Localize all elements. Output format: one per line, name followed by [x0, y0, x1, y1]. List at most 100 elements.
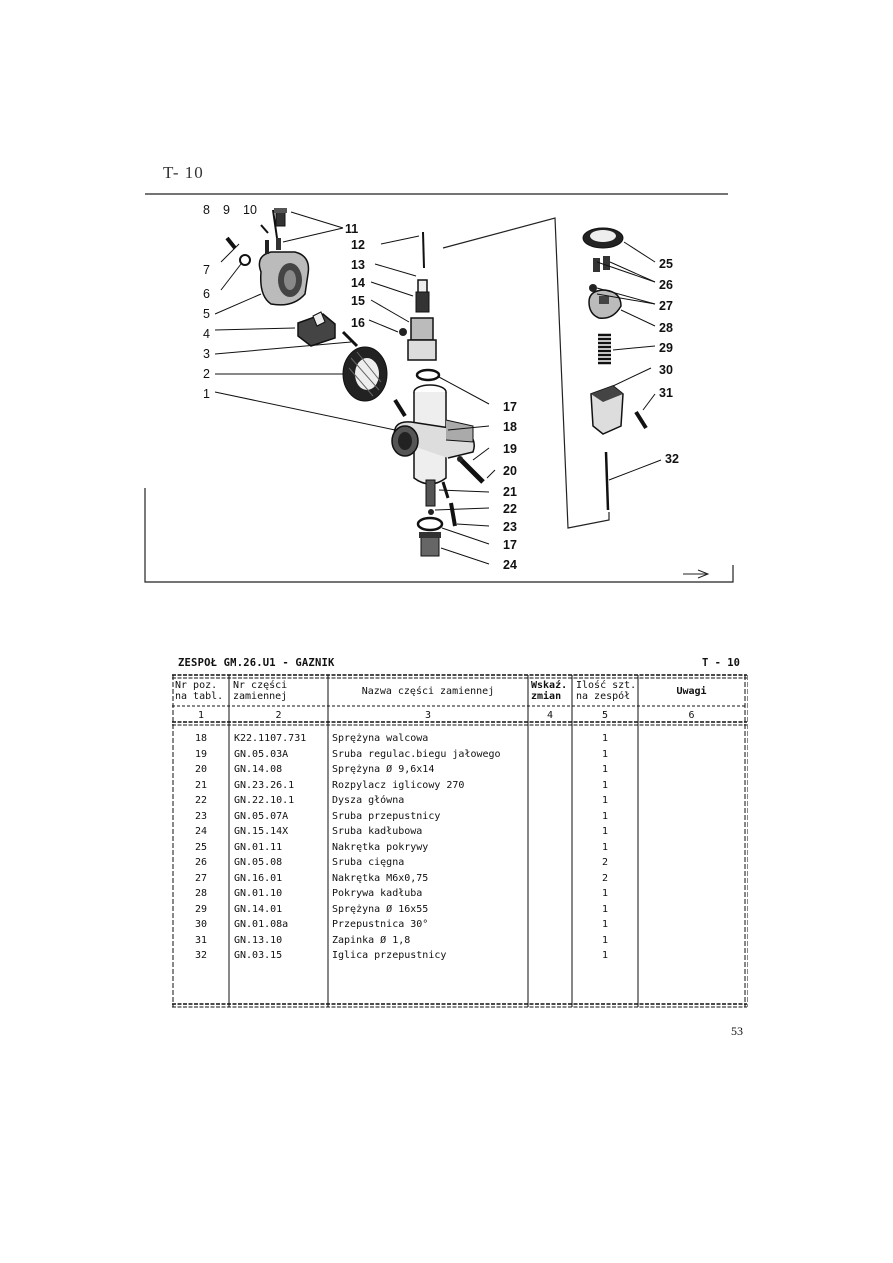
callout-19: 19 [503, 442, 517, 456]
callout-21: 21 [503, 485, 517, 499]
col-header-notes: Uwagi [676, 686, 707, 697]
cell-pos: 22 [194, 795, 208, 806]
callout-11: 11 [345, 222, 358, 236]
cell-qty: 2 [601, 857, 609, 868]
col-number-1: 1 [197, 710, 205, 721]
col-number-6: 6 [688, 710, 695, 721]
cell-pos: 21 [194, 779, 208, 791]
cell-part: GN.05.08 [234, 857, 283, 868]
plate-label: T- 10 [163, 163, 204, 182]
filter-disc [342, 346, 388, 402]
callout-20: 20 [503, 464, 517, 478]
callout-3: 3 [203, 347, 210, 361]
col-number-3: 3 [424, 710, 432, 721]
callout-4: 4 [203, 327, 210, 341]
cell-name: Rozpylacz iglicowy 270 [332, 779, 465, 791]
carburetor-diagram: 8 9 10 7 6 5 4 3 2 1 11 12 13 14 15 16 1… [144, 193, 734, 583]
cell-qty: 1 [601, 826, 609, 837]
cell-name: Sprężyna walcowa [332, 733, 429, 744]
cell-name: Nakrętka M6x0,75 [332, 872, 429, 884]
callout-8: 8 [203, 203, 210, 217]
assembly-title: ZESPOŁ GM.26.U1 - GAZNIK [178, 657, 335, 669]
cell-qty: 1 [601, 919, 609, 930]
parts-table: Nr poz. na tabl. Nr części zamiennej Naz… [171, 671, 748, 1009]
cell-part: K22.1107.731 [234, 733, 307, 744]
cell-name: Sruba regulac.biegu jałowego [332, 748, 501, 760]
cell-part: GN.23.26.1 [234, 779, 295, 791]
callout-31: 31 [659, 386, 673, 400]
cell-name: Dysza główna [332, 795, 405, 806]
cell-pos: 32 [194, 950, 208, 961]
col-number-4: 4 [546, 710, 554, 721]
cell-part: GN.05.03A [234, 748, 289, 760]
cell-part: GN.22.10.1 [234, 795, 295, 806]
cell-part: GN.01.11 [234, 841, 283, 853]
exploded-view-drawing: 8 9 10 7 6 5 4 3 2 1 11 12 13 14 15 16 1… [143, 190, 738, 584]
callout-15: 15 [351, 294, 365, 308]
callout-23: 23 [503, 520, 517, 534]
cell-part: GN.05.07A [234, 810, 289, 822]
cell-qty: 1 [601, 903, 609, 915]
col-number-5: 5 [601, 710, 609, 721]
col-header-part-name: Nazwa części zamiennej [361, 686, 495, 697]
callout-2: 2 [203, 367, 210, 381]
callout-14: 14 [351, 276, 365, 290]
cell-part: GN.15.14X [234, 826, 289, 837]
carburetor-body [391, 384, 475, 485]
cell-qty: 1 [601, 795, 609, 806]
cell-pos: 20 [194, 764, 208, 775]
cell-name: Pokrywa kadłuba [332, 888, 423, 899]
cell-qty: 1 [601, 950, 609, 961]
cell-part: GN.14.08 [234, 764, 283, 775]
table-id: T - 10 [702, 657, 740, 669]
col-header-position: Nr poz. na tabl. [175, 680, 224, 702]
callout-22: 22 [503, 502, 517, 516]
cell-pos: 28 [194, 888, 208, 899]
cell-qty: 1 [601, 733, 609, 744]
callout-1: 1 [203, 387, 210, 401]
callout-24: 24 [503, 558, 517, 572]
cell-part: GN.13.10 [234, 934, 283, 946]
cell-qty: 2 [601, 872, 609, 884]
callout-18: 18 [503, 420, 517, 434]
cell-part: GN.03.15 [234, 950, 283, 961]
callout-25: 25 [659, 257, 673, 271]
callout-27: 27 [659, 299, 673, 313]
cell-pos: 24 [194, 826, 208, 837]
cell-qty: 1 [601, 748, 609, 760]
cell-name: Sruba cięgna [332, 857, 405, 868]
cell-name: Sruba przepustnicy [332, 810, 441, 822]
cell-part: GN.16.01 [234, 872, 283, 884]
cell-part: GN.01.08a [234, 919, 289, 930]
cell-pos: 26 [194, 857, 208, 868]
callout-5: 5 [203, 307, 210, 321]
cell-pos: 19 [194, 748, 208, 760]
cell-pos: 27 [194, 872, 208, 884]
cell-name: Sprężyna Ø 9,6x14 [332, 764, 435, 775]
table-grid [172, 674, 748, 1008]
callout-6: 6 [203, 287, 210, 301]
cell-name: Zapinka Ø 1,8 [332, 934, 411, 946]
callout-9: 9 [223, 203, 230, 217]
cell-name: Nakrętka pokrywy [332, 841, 429, 853]
air-filter-housing [258, 251, 310, 306]
cell-qty: 1 [601, 841, 609, 853]
callout-29: 29 [659, 341, 673, 355]
cell-qty: 1 [601, 764, 609, 775]
cell-pos: 18 [194, 733, 208, 744]
cell-name: Przepustnica 30° [332, 919, 429, 930]
cell-pos: 29 [194, 903, 208, 915]
callout-7: 7 [203, 263, 210, 277]
callout-17-upper: 17 [503, 400, 517, 414]
cell-name: Sprężyna Ø 16x55 [332, 903, 429, 915]
cell-qty: 1 [601, 934, 609, 946]
cell-pos: 23 [194, 810, 208, 822]
cell-qty: 1 [601, 810, 609, 822]
callout-17-lower: 17 [503, 538, 517, 552]
cell-qty: 1 [601, 888, 609, 899]
callout-30: 30 [659, 363, 673, 377]
col-header-quantity: Ilość szt. na zespół [576, 680, 637, 702]
cell-name: Iglica przepustnicy [332, 950, 447, 961]
col-header-change: Wskaź. zmian [531, 680, 568, 702]
cell-pos: 30 [194, 919, 208, 930]
